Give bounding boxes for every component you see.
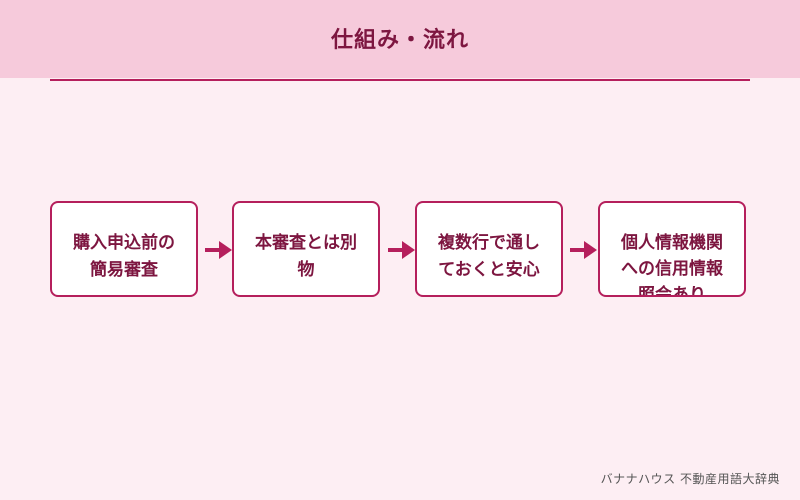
footer-credit: バナナハウス 不動産用語大辞典 [600, 472, 780, 486]
arrow-right-icon [570, 241, 597, 259]
step-box-2: 本審査とは別 物 [232, 201, 380, 297]
arrow-right-icon [205, 241, 232, 259]
step-label-4: 個人情報機関 への信用情報 照会あり [621, 233, 723, 297]
step-label-1: 購入申込前の 簡易審査 [73, 233, 175, 280]
step-box-3: 複数行で通し ておくと安心 [415, 201, 563, 297]
page-title: 仕組み・流れ [330, 28, 469, 53]
step-box-1: 購入申込前の 簡易審査 [50, 201, 198, 297]
step-label-2: 本審査とは別 物 [255, 233, 357, 280]
header-band [0, 0, 800, 78]
step-label-3: 複数行で通し ておくと安心 [438, 233, 540, 280]
step-box-4: 個人情報機関 への信用情報 照会あり [598, 201, 746, 297]
title-divider [50, 79, 750, 81]
arrow-right-icon [388, 241, 415, 259]
